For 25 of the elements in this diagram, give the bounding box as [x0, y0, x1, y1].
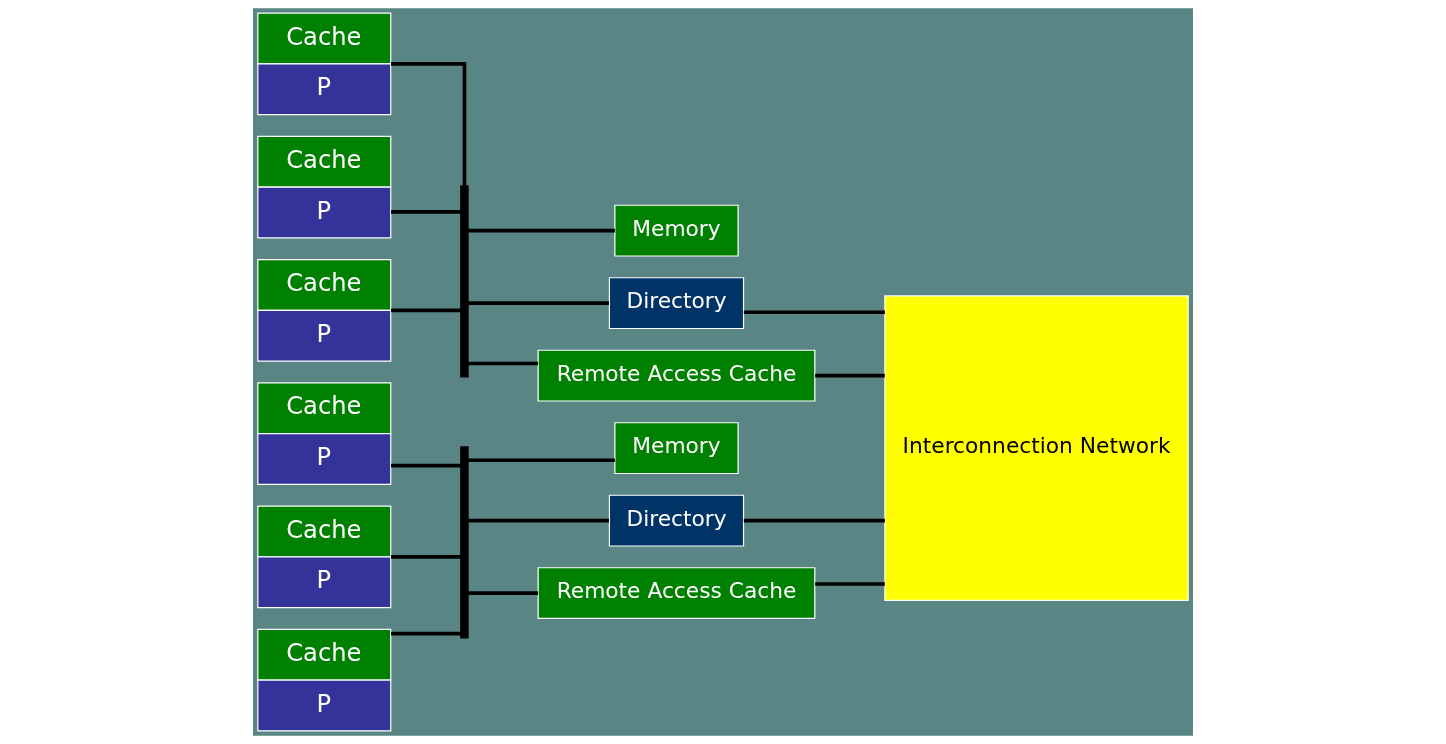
node-box: Directory [608, 494, 745, 547]
connector [391, 631, 461, 636]
connector [815, 373, 885, 378]
node-box: Memory [614, 204, 739, 257]
node-box: Remote Access Cache [537, 349, 816, 402]
connector [743, 310, 885, 314]
connector [468, 228, 615, 233]
node-box: Remote Access Cache [537, 567, 816, 620]
connector [743, 518, 885, 523]
connector [391, 308, 461, 313]
node-box: Memory [614, 422, 739, 475]
node-box: Interconnection Network [884, 295, 1189, 601]
node-box: Directory [608, 277, 745, 330]
connector [391, 555, 461, 559]
connector [468, 591, 539, 595]
connector [468, 301, 609, 305]
node-bar [460, 185, 469, 378]
connector [391, 62, 467, 186]
connector [468, 518, 609, 523]
connector [468, 361, 539, 366]
connector [815, 582, 885, 586]
connector [391, 463, 461, 468]
node-bar [460, 446, 469, 639]
connector [468, 458, 615, 462]
connector [391, 210, 461, 214]
